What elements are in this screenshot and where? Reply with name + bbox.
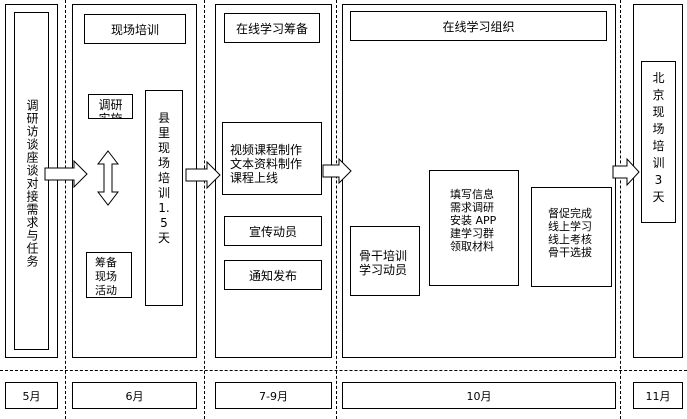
col4-title-box: 在线学习组织 <box>350 11 607 41</box>
col1-vertical-text: 调研访谈座谈对接需求与任务 <box>25 98 39 268</box>
flow-arrow-icon <box>185 161 221 189</box>
dashed-divider <box>65 0 66 419</box>
flow-arrow-icon <box>322 158 352 184</box>
box-backbone-text: 骨干培训 学习动员 <box>359 249 408 277</box>
col3-title: 在线学习筹备 <box>235 21 308 36</box>
dashed-divider <box>336 0 337 419</box>
box-publicity: 宣传动员 <box>224 216 322 246</box>
box-county-text: 县里现场培训1.5天 <box>157 111 170 245</box>
col1-task-box: 调研访谈座谈对接需求与任务 <box>14 12 49 350</box>
dashed-rule <box>0 370 687 371</box>
dashed-divider <box>620 0 621 419</box>
box-fill: 填写信息 需求调研 安装 APP 建学习群 领取材料 <box>429 170 519 286</box>
month-label-jul-sep: 7-9月 <box>215 382 332 409</box>
month-text: 10月 <box>466 389 492 403</box>
dashed-divider <box>204 0 205 419</box>
box-course: 视频课程制作 文本资料制作 课程上线 <box>222 122 322 195</box>
box-course-text: 视频课程制作 文本资料制作 课程上线 <box>230 143 303 185</box>
month-text: 7-9月 <box>259 389 288 403</box>
month-label-may: 5月 <box>5 382 58 409</box>
box-supervise: 督促完成 线上学习 线上考核 骨干选拔 <box>531 187 612 287</box>
box-publicity-text: 宣传动员 <box>248 224 297 239</box>
col3-title-box: 在线学习筹备 <box>224 13 320 43</box>
month-text: 5月 <box>22 389 41 403</box>
box-beijing: 北京现场培训3天 <box>641 61 676 223</box>
double-arrow-icon <box>96 150 120 206</box>
col2-title: 现场培训 <box>110 22 159 37</box>
month-label-june: 6月 <box>72 382 197 409</box>
box-county: 县里现场培训1.5天 <box>145 90 183 306</box>
flow-arrow-icon <box>44 160 88 188</box>
box-backbone: 骨干培训 学习动员 <box>350 226 420 296</box>
month-label-oct: 10月 <box>342 382 616 409</box>
col2-title-box: 现场培训 <box>84 14 186 44</box>
flow-arrow-icon <box>612 158 640 186</box>
box-notice: 通知发布 <box>224 260 322 290</box>
box-beijing-text: 北京现场培训3天 <box>652 71 665 204</box>
box-notice-text: 通知发布 <box>248 268 297 283</box>
box-prep: 筹备现场活动 <box>86 252 132 298</box>
month-text: 6月 <box>125 389 144 403</box>
box-research-text: 调研实施 <box>98 98 123 119</box>
box-research: 调研实施 <box>88 94 133 119</box>
col4-title: 在线学习组织 <box>442 19 515 34</box>
month-label-nov: 11月 <box>633 382 683 409</box>
box-supervise-text: 督促完成 线上学习 线上考核 骨干选拔 <box>548 207 592 259</box>
month-text: 11月 <box>645 389 671 403</box>
box-fill-text: 填写信息 需求调研 安装 APP 建学习群 领取材料 <box>450 188 497 253</box>
box-prep-text: 筹备现场活动 <box>95 256 117 297</box>
